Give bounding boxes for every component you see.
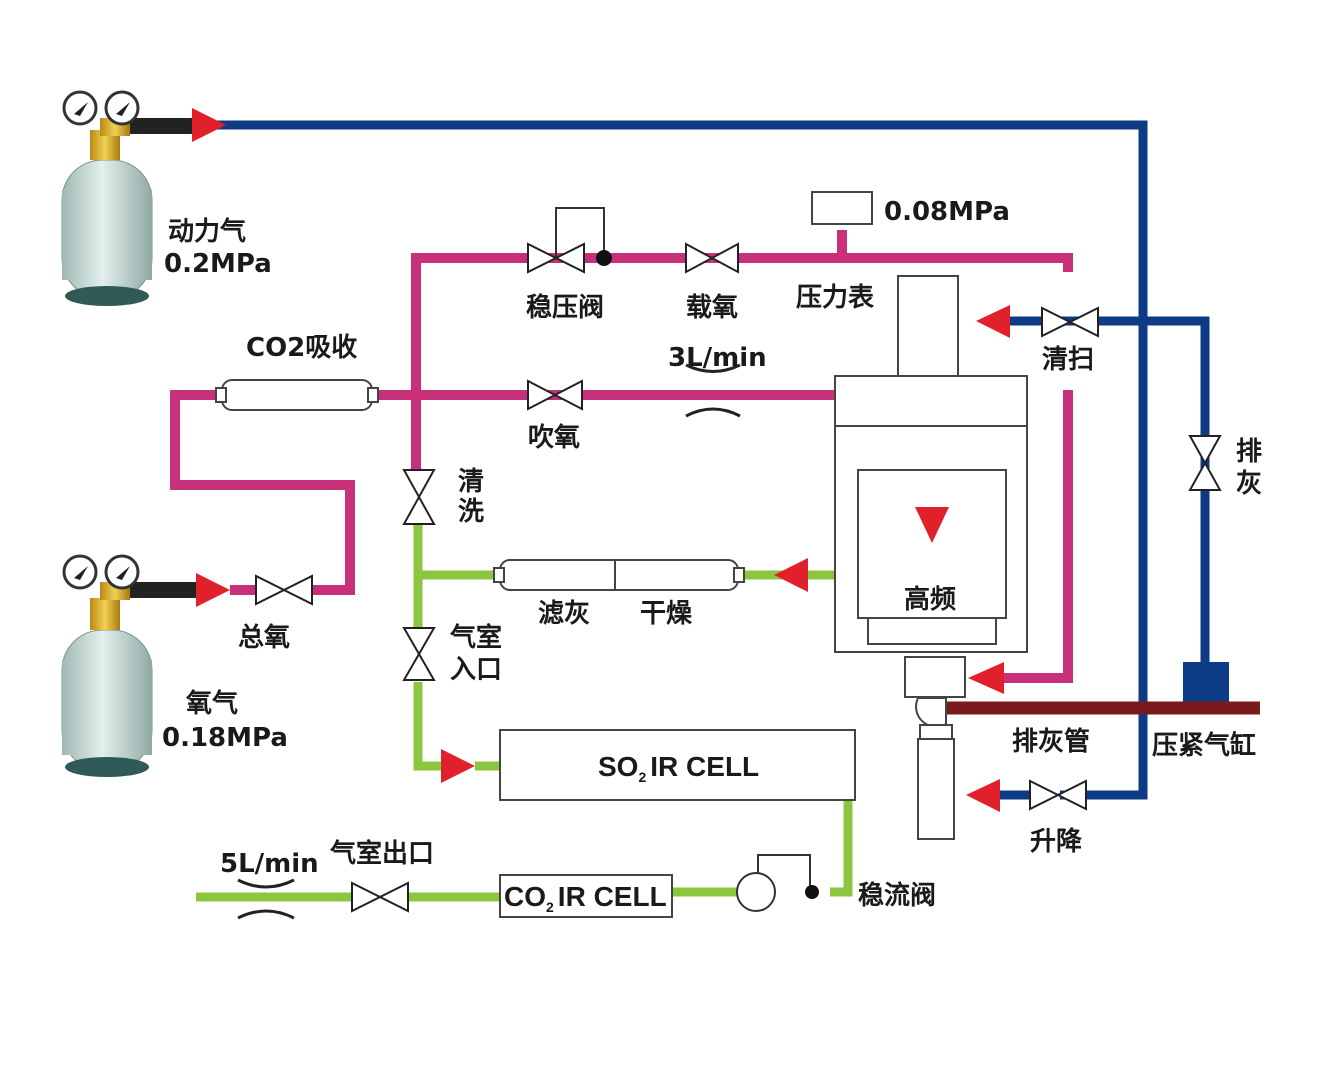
total-oxygen-label: 总氧 [238, 623, 290, 653]
flow-stabilizer-label: 稳流阀 [858, 880, 936, 911]
ash-discharge-label: 排 [1236, 437, 1262, 467]
flow-arrows [192, 108, 1010, 812]
lift-label: 升降 [1030, 827, 1083, 857]
co2-absorber [215, 379, 379, 411]
oxygen-pressure: 0.18MPa [162, 723, 288, 753]
arrow-icon [192, 108, 226, 142]
flow-5-label: 5L/min [220, 849, 319, 879]
clean-label-2: 洗 [458, 497, 484, 527]
chamber-outlet-valve [351, 881, 409, 913]
gauge-icon [62, 90, 98, 126]
chamber-outlet-label: 气室出口 [329, 838, 434, 869]
blow-oxygen-valve [527, 379, 583, 411]
arrow-icon [915, 507, 949, 543]
arrow-icon [968, 662, 1004, 694]
co2-absorb-label: CO2吸收 [246, 333, 357, 363]
power-gas-pipes [200, 120, 1210, 800]
flow-3-label: 3L/min [668, 343, 767, 373]
arrow-icon [774, 558, 808, 592]
pressure-reg-valve-label: 稳压阀 [526, 292, 604, 323]
pressure-regulator-valve [527, 207, 612, 274]
dryer-label: 干燥 [640, 599, 693, 629]
co2-ir-cell-box [499, 874, 673, 918]
clean-valve [402, 469, 436, 525]
purge-label: 清扫 [1042, 345, 1094, 375]
power-gas-cylinder [61, 90, 200, 306]
pressure-gauge-box [811, 191, 873, 225]
arrow-icon [441, 749, 475, 783]
pressure-gauge-label: 压力表 [796, 283, 875, 313]
arrow-icon [196, 573, 230, 607]
ash-discharge-label-2: 灰 [1236, 469, 1262, 499]
blow-oxygen-label: 吹氧 [528, 423, 580, 453]
high-freq-label: 高频 [904, 584, 956, 615]
dust-filter-label: 滤灰 [538, 599, 590, 629]
carrier-oxygen-valve [685, 242, 739, 274]
gauge-reading: 0.08MPa [884, 197, 1010, 227]
arrow-icon [976, 305, 1010, 338]
gauge-icon [104, 90, 140, 126]
filter-dryer [493, 559, 745, 591]
flow-stabilizer-valve [736, 854, 819, 912]
oxygen-cylinder [61, 554, 200, 777]
gauge-icon [62, 554, 98, 590]
press-cylinder-label: 压紧气缸 [1152, 730, 1256, 761]
power-gas-label: 动力气 [168, 216, 246, 247]
so2-ir-cell-box [499, 729, 856, 801]
lift-valve [1029, 779, 1087, 811]
gauge-icon [104, 554, 140, 590]
flow-restrictor-3 [685, 363, 741, 418]
purge-valve [1041, 306, 1099, 338]
power-gas-pressure: 0.2MPa [164, 249, 272, 279]
chamber-inlet-label-2: 入口 [450, 655, 502, 685]
arrow-icon [966, 779, 1000, 812]
oxygen-label: 氧气 [185, 688, 238, 719]
chamber-inlet-label: 气室 [449, 622, 502, 653]
ash-discharge-valve [1188, 435, 1222, 491]
clean-label: 清 [458, 467, 484, 497]
carrier-oxygen-label: 载氧 [686, 293, 738, 323]
high-frequency-furnace [834, 275, 1028, 840]
ash-pipe-label: 排灰管 [1012, 727, 1090, 757]
total-oxygen-valve [255, 574, 313, 606]
chamber-inlet-valve [402, 627, 436, 681]
flow-restrictor-5 [237, 878, 295, 920]
